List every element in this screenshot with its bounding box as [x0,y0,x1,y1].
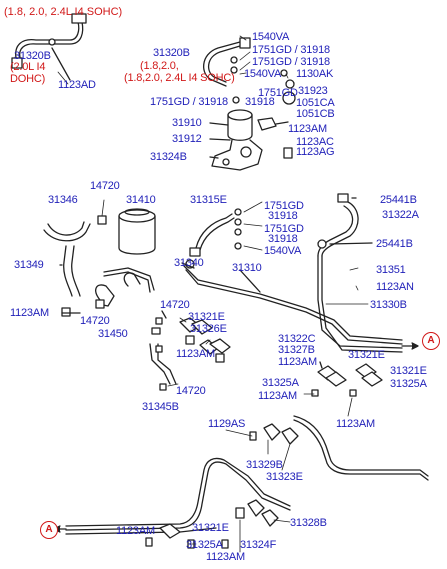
label-1123AD: 1123AD [58,79,96,91]
label-14720-b: 14720 [160,299,190,311]
clamp-group-right [311,361,383,397]
label-25441B-b: 25441B [376,238,413,250]
label-1540VA-c: 1540VA [264,245,302,257]
lower-pressure-lines [65,457,291,549]
label-31340: 31340 [174,257,204,269]
label-31322A: 31322A [382,209,419,221]
label-31321E-d: 31321E [192,522,229,534]
label-31351: 31351 [376,264,406,276]
label-31923: 31923 [298,85,328,97]
label-1751GD-31918-c: 1751GD / 31918 [150,96,228,108]
note-engine-18-24: (1.8,2.0, 2.4L I4 SOHC) [124,72,235,84]
label-1751GD-d: 1751GD [264,200,304,212]
engine-variant-header: (1.8, 2.0, 2.4L I4 SOHC) [4,6,123,18]
label-1130AK: 1130AK [296,68,334,80]
label-31910: 31910 [172,117,202,129]
label-31323E: 31323E [266,471,303,483]
label-31912: 31912 [172,133,202,145]
lower-line-assembly [249,415,429,481]
label-31322C: 31322C [278,333,316,345]
label-31346: 31346 [48,194,78,206]
label-1751GD-31918-a: 1751GD / 31918 [252,44,330,56]
oil-cooler [118,208,156,255]
label-31345B: 31345B [142,401,179,413]
label-1751GD-31918-b: 1751GD / 31918 [252,56,330,68]
pressure-hose-top [189,208,242,257]
ref-arrow-a-right [401,342,419,350]
label-1123AM-c: 1123AM [176,348,215,360]
label-31325A-a: 31325A [262,377,299,389]
leader-lines [57,35,369,553]
ref-marker-a-left: A [40,521,58,539]
label-31315E: 31315E [190,194,227,206]
label-1123AM-h: 1123AM [206,551,245,563]
label-1123AM-d: 1123AM [278,356,317,368]
label-31918-e: 31918 [268,233,298,245]
label-1123AM-f: 1123AM [336,418,375,430]
label-14720-a: 14720 [90,180,120,192]
label-1129AS: 1129AS [208,418,246,430]
return-hose-dohc [11,13,87,81]
label-31918-c: 31918 [245,96,275,108]
label-31325A-b: 31325A [390,378,427,390]
label-25441B-a: 25441B [380,194,417,206]
label-1123AM-e: 1123AM [258,390,297,402]
label-31324B: 31324B [150,151,187,163]
reservoir-pump-assembly [209,109,293,171]
label-1123AM-a: 1123AM [288,123,327,135]
label-31450: 31450 [98,328,128,340]
label-1123AM-g: 1123AM [116,525,155,537]
label-1540VA-a: 1540VA [252,31,290,43]
ref-marker-a-right: A [422,332,440,350]
note-engine-20: (2.0L I4 DOHC) [10,61,46,85]
label-31310: 31310 [232,262,262,274]
label-31320B-left: 31320B [14,50,51,62]
steel-lines-middle [181,255,403,353]
label-1751GD-e: 1751GD [264,223,304,235]
label-1540VA-b: 1540VA [244,68,282,80]
cooler-bracket [61,267,155,317]
label-31918-d: 31918 [268,210,298,222]
label-31321E-b: 31321E [348,349,385,361]
label-1123AM-b: 1123AM [10,307,49,319]
label-31327B: 31327B [278,344,315,356]
label-1051CA: 1051CA [296,97,335,109]
label-1123AN: 1123AN [376,281,414,293]
label-31330B: 31330B [370,299,407,311]
label-31410: 31410 [126,194,156,206]
label-31321E-c: 31321E [390,365,427,377]
label-31321E-a: 31321E [188,311,225,323]
return-hose-bottom-left [149,343,177,391]
high-pressure-hose-right [317,193,373,257]
label-31324F: 31324F [240,539,277,551]
label-31325A-c: 31325A [186,539,223,551]
label-1123AG: 1123AG [296,146,335,158]
suction-hose-left [43,215,107,297]
label-31320B-top: 31320B [153,47,190,59]
label-31326E: 31326E [190,323,227,335]
label-31349: 31349 [14,259,44,271]
note-engine-18-24-line1: (1.8,2.0, [140,60,179,72]
label-1051CB: 1051CB [296,108,335,120]
label-31329B: 31329B [246,459,283,471]
label-1123AC: 1123AC [296,136,334,148]
label-14720-c: 14720 [80,315,110,327]
return-hose-sohc [203,37,296,105]
label-1751GD-c: 1751GD [258,87,298,99]
label-14720-d: 14720 [176,385,206,397]
label-31328B: 31328B [290,517,327,529]
